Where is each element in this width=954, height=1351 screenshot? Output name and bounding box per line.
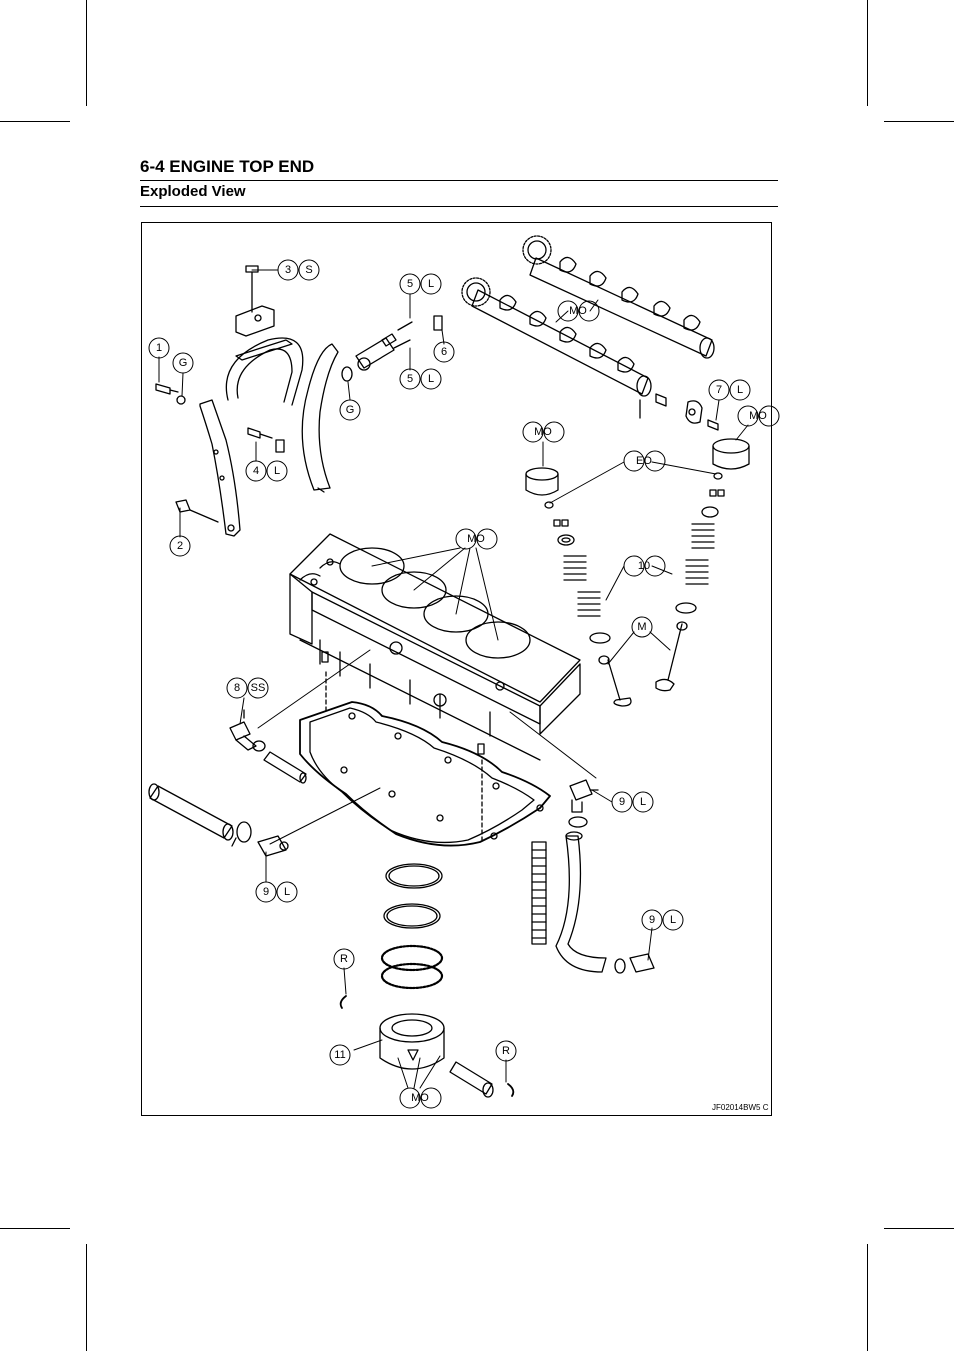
chain-guide-rear [199, 399, 241, 537]
callout-number: 9 [619, 796, 625, 808]
cam-end-parts [655, 393, 703, 424]
valve-spring-left [563, 555, 611, 665]
hose-clamp-left [231, 821, 252, 847]
crop-mark [86, 0, 87, 106]
callout-code: G [346, 404, 355, 416]
callout-number: 11 [334, 1049, 345, 1061]
callout-code: L [428, 373, 434, 385]
callout-code: M [637, 621, 646, 633]
callout-code: G [179, 357, 188, 369]
callout-code: S [305, 264, 312, 276]
callout-code: MO [569, 305, 587, 317]
callout-number: 6 [441, 346, 447, 358]
callout-code: L [428, 278, 434, 290]
shim-left [544, 501, 554, 509]
callout-number: 10 [638, 560, 650, 572]
page-header: 6-4 ENGINE TOP END Exploded View [140, 156, 778, 207]
crop-mark [86, 1244, 87, 1351]
callout-number: 5 [407, 278, 413, 290]
callout-code: L [274, 465, 280, 477]
callout-code: L [670, 914, 676, 926]
callout-labels: 3 S 5 L MO 1 G 6 5 L G 7 L MO MO EO 4 L … [156, 264, 769, 1112]
cylinder-head [289, 533, 581, 761]
callout-number: 5 [407, 373, 413, 385]
valve-cotters-left [553, 519, 575, 546]
callout-code: EO [636, 455, 652, 467]
callout-code: R [340, 953, 348, 965]
water-hose-curved [555, 831, 607, 973]
callout-number: 1 [156, 342, 162, 354]
crop-mark [867, 1244, 868, 1351]
valve-right [655, 623, 683, 692]
snap-rings [339, 995, 515, 1097]
callout-number: 3 [285, 264, 291, 276]
tensioner-body [341, 315, 443, 382]
callout-circles [148, 259, 780, 1109]
head-gasket [299, 701, 551, 847]
chain-tensioner-guide [235, 265, 275, 337]
callout-number: 9 [649, 914, 655, 926]
callout-number: 4 [253, 465, 259, 477]
fitting-9-right [569, 779, 599, 813]
valve-left [607, 659, 632, 707]
chain-guide-front [301, 343, 339, 493]
bolt-1 [155, 383, 186, 405]
callout-code: L [640, 796, 646, 808]
water-pipe-long [148, 783, 234, 841]
bolt-7 [707, 419, 719, 431]
fitting-9-lower [614, 953, 655, 974]
piston-pin [449, 1061, 494, 1098]
leader-lines [158, 269, 749, 1089]
fitting-9-left [257, 835, 289, 857]
bolt-2 [175, 499, 219, 523]
piston-rings [380, 863, 444, 990]
callout-number: 8 [234, 682, 240, 694]
dowel-pins [321, 651, 485, 841]
piston [379, 1013, 445, 1070]
callout-number: 9 [263, 886, 269, 898]
bolt-4 [247, 427, 285, 453]
callout-code: SS [251, 682, 266, 694]
callout-code: MO [749, 410, 767, 422]
camshaft-exhaust [522, 235, 715, 359]
valve-spring-right [675, 472, 725, 631]
callout-code: MO [411, 1092, 429, 1104]
callout-number: 7 [716, 384, 722, 396]
crop-mark [884, 121, 954, 122]
camshaft-intake [461, 277, 652, 419]
callout-code: MO [534, 426, 552, 438]
crop-mark [884, 1228, 954, 1229]
fitting-8 [229, 709, 266, 752]
subtitle: Exploded View [140, 181, 778, 207]
stud-bolt [531, 841, 547, 945]
tappet-right [712, 438, 750, 470]
cam-chain [225, 337, 304, 406]
callout-number: 2 [177, 540, 183, 552]
hose-short [263, 751, 307, 784]
callout-code: L [737, 384, 743, 396]
tappet-left [525, 467, 559, 496]
hose-clamp-right [568, 816, 588, 828]
crop-mark [867, 0, 868, 106]
exploded-view-figure [141, 222, 772, 1116]
callout-code: MO [467, 533, 485, 545]
crop-mark [0, 121, 70, 122]
callout-code: R [502, 1045, 510, 1057]
figure-reference-code: JF02014BW5 C [712, 1103, 769, 1112]
callout-code: L [284, 886, 290, 898]
section-title: 6-4 ENGINE TOP END [140, 156, 778, 181]
crop-mark [0, 1228, 70, 1229]
